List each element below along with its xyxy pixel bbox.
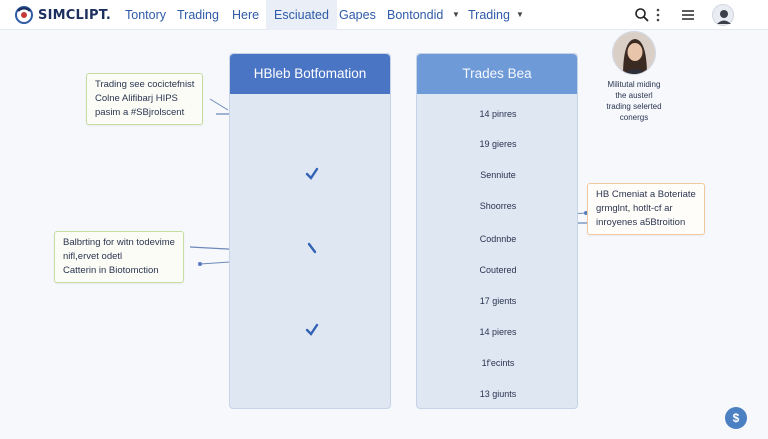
logo-text: SIMCLIPT. [38, 7, 111, 23]
list-item: 13 giunts [479, 389, 517, 399]
list-item: 14 pinres [479, 109, 517, 119]
nav-item-gapes[interactable]: Gapes [339, 8, 376, 22]
list-item: Shoorres [479, 201, 517, 211]
panel-right: Trades Bea 14 pinres 19 gieres Senniute … [416, 53, 578, 409]
callout-line: grmglnt, hotlt-cf ar [596, 203, 673, 214]
caption-line: trading selerted [606, 102, 662, 111]
panel-left-title: HBleb Botfomation [230, 54, 390, 94]
more-vert-icon[interactable] [650, 7, 666, 23]
list-item: Coutered [479, 265, 517, 275]
nav-item-trading-dropdown[interactable]: Trading [468, 8, 510, 22]
callout-line: inroyenes a5Btroition [596, 217, 686, 228]
avatar-icon [717, 10, 731, 24]
profile-photo[interactable] [612, 31, 656, 75]
dash-icon [307, 242, 317, 254]
logo-icon [15, 6, 33, 24]
list-item: Codnnbe [479, 234, 517, 244]
check-icon [305, 323, 319, 336]
list-item: 1f'ecints [481, 358, 515, 368]
callout-line: Balbrting for witn todevime [63, 237, 175, 248]
person-portrait-icon [613, 32, 655, 74]
app-logo[interactable]: SIMCLIPT. [14, 5, 111, 25]
callout-mid-left: Balbrting for witn todevime nifl,ervet o… [54, 231, 184, 283]
list-item: 14 pieres [479, 327, 517, 337]
top-nav-bar: SIMCLIPT. Tontory Trading Here Esciuated… [0, 0, 768, 30]
list-item: 19 gieres [479, 139, 517, 149]
callout-line: HB Cmeniat a Boteriate [596, 189, 696, 200]
caption-line: the austerl [615, 91, 653, 100]
nav-item-bontondid[interactable]: Bontondid [387, 8, 444, 22]
nav-item-trading[interactable]: Trading [177, 8, 219, 22]
chevron-down-icon[interactable]: ▼ [516, 10, 524, 19]
panel-right-title: Trades Bea [417, 54, 577, 94]
callout-line: Colne Alifibarj HIPS [95, 93, 178, 104]
hamburger-icon[interactable] [680, 7, 696, 23]
check-icon [305, 167, 319, 180]
list-item: 17 gients [479, 296, 517, 306]
search-icon[interactable] [634, 7, 650, 23]
panel-left: HBleb Botfomation [229, 53, 391, 409]
callout-right: HB Cmeniat a Boteriate grmglnt, hotlt-cf… [587, 183, 705, 235]
profile-caption: Militutal miding the austerl trading sel… [595, 79, 673, 123]
dollar-fab-button[interactable]: $ [725, 407, 747, 429]
user-avatar[interactable] [712, 4, 734, 26]
callout-line: Catterin in Biotomction [63, 265, 159, 276]
callout-line: nifl,ervet odetl [63, 251, 123, 262]
nav-item-here[interactable]: Here [232, 8, 260, 22]
callout-top-left: Trading see cocictefnist Colne Alifibarj… [86, 73, 204, 125]
caption-line: Militutal miding [607, 80, 661, 89]
dropdown-caret-icon[interactable]: ▼ [452, 10, 460, 19]
nav-item-tontory[interactable]: Tontory [125, 8, 166, 22]
nav-item-esciuated[interactable]: Esciuated [266, 0, 337, 30]
caption-line: conergs [619, 113, 649, 122]
callout-line: pasim a #SBjrolscent [95, 107, 185, 118]
dollar-icon: $ [732, 411, 740, 425]
callout-line: Trading see cocictefnist [95, 79, 195, 90]
list-item: Senniute [480, 170, 516, 180]
